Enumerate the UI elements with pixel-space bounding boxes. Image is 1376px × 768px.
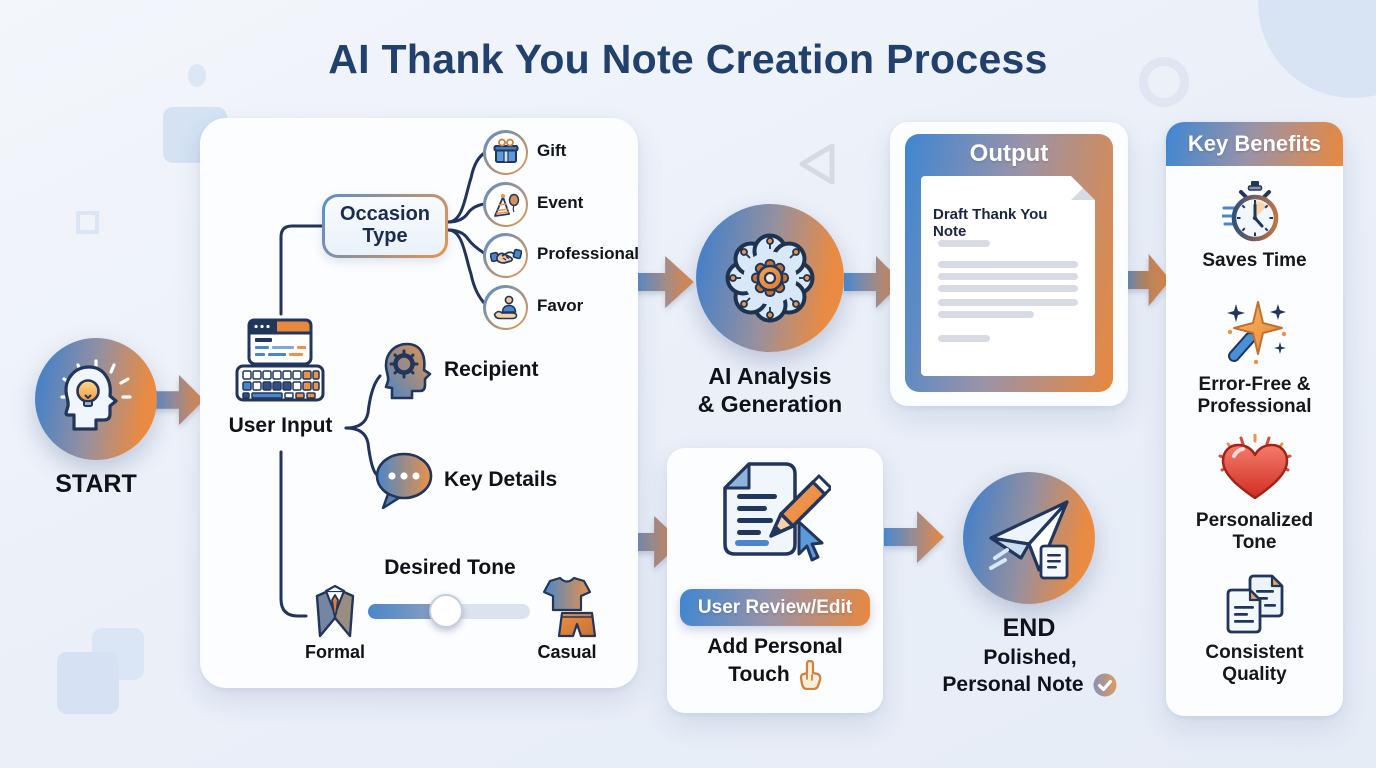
user-review-card: User Review/Edit Add Personal Touch (667, 448, 883, 713)
party-icon (493, 193, 519, 217)
text-line (938, 240, 990, 247)
deco-dot (188, 64, 206, 87)
benefit-icon-wrap (1166, 180, 1343, 246)
end-label: END (1002, 614, 1056, 642)
connector-lines (279, 150, 488, 618)
paper-plane-icon (989, 500, 1069, 580)
deco-square-bl-2 (57, 652, 119, 714)
occasion-favor (483, 285, 528, 330)
occasion-event-label: Event (537, 193, 584, 212)
end-caption-line1: Polished, (983, 646, 1077, 669)
benefit-icon-wrap (1166, 572, 1343, 636)
arrow-ai-to-output (844, 256, 902, 308)
edit-document-icon (723, 462, 831, 562)
key-details-label: Key Details (444, 468, 558, 491)
arrow-input-to-review (620, 516, 682, 568)
arrow-output-to-benefits (1122, 254, 1171, 306)
casual-clothes-icon (542, 576, 596, 638)
benefit-icon-wrap (1166, 298, 1343, 368)
text-line (938, 261, 1078, 268)
recipient-icon (384, 342, 432, 400)
gift-icon (493, 138, 518, 163)
text-line (938, 273, 1078, 280)
draft-document: Draft Thank You Note (921, 176, 1095, 376)
key-details-icon (375, 452, 433, 510)
idea-head-icon (60, 359, 132, 431)
occasion-event (483, 182, 528, 227)
occasion-professional (483, 233, 528, 278)
text-line (938, 299, 1078, 306)
tone-slider-knob[interactable] (428, 594, 463, 628)
start-node (35, 338, 157, 460)
output-inner-panel: Output Draft Thank You Note (905, 134, 1113, 392)
formal-label: Formal (304, 642, 365, 662)
user-input-label: User Input (228, 414, 333, 437)
formal-suit-icon (315, 584, 355, 638)
stopwatch-icon (1221, 181, 1278, 242)
review-caption: Add Personal Touch (667, 634, 883, 691)
arrow-start-to-input (148, 374, 205, 426)
documents-icon (1226, 574, 1283, 634)
text-line (938, 285, 1078, 292)
occasion-type-line2: Type (362, 225, 408, 247)
desired-tone-title: Desired Tone (384, 556, 516, 579)
tone-slider[interactable] (368, 594, 530, 628)
check-badge-icon (1093, 673, 1117, 697)
key-benefits-card: Key Benefits (1166, 122, 1343, 716)
recipient-label: Recipient (444, 358, 539, 381)
benefit-label-saves-time: Saves Time (1202, 250, 1307, 271)
review-caption-line1: Add Personal (707, 635, 843, 658)
end-caption-text: Personal Note (942, 673, 1084, 696)
occasion-favor-label: Favor (537, 296, 584, 315)
output-header: Output (969, 140, 1049, 167)
start-label: START (55, 470, 137, 498)
output-card: Output Draft Thank You Note (890, 122, 1128, 406)
occasion-gift (483, 130, 528, 175)
key-benefits-header: Key Benefits (1166, 122, 1343, 166)
draft-doc-title: Draft Thank You Note (933, 206, 1048, 240)
arrow-review-to-end (884, 511, 944, 563)
user-input-panel: Occasion Type Gift Event (200, 118, 640, 688)
end-node (963, 472, 1095, 604)
pointer-hand-icon (799, 660, 822, 691)
magic-wand-icon (1226, 301, 1286, 365)
review-caption-line2: Touch (728, 663, 790, 687)
page-title: AI Thank You Note Creation Process (328, 36, 1048, 82)
benefit-icon-wrap (1166, 434, 1343, 504)
brain-circuit-icon (725, 233, 815, 323)
arrow-input-to-ai (630, 256, 694, 308)
occasion-type-box: Occasion Type (322, 194, 448, 258)
tone-slider-fill (368, 604, 446, 619)
text-line (938, 335, 990, 342)
benefit-label-error-free: Error-Free &Professional (1197, 374, 1312, 418)
ai-step-label: AI Analysis& Generation (697, 363, 843, 418)
ai-node (696, 204, 844, 352)
deco-ring (1139, 57, 1189, 107)
text-line (938, 311, 1034, 318)
heart-icon (1218, 434, 1291, 500)
occasion-professional-label: Professional (537, 244, 640, 263)
end-caption-line2: Personal Note (905, 672, 1155, 698)
user-review-edit-button[interactable]: User Review/Edit (680, 589, 870, 626)
occasion-type-line1: Occasion (339, 203, 431, 226)
page-fold (1071, 176, 1095, 200)
deco-square-outline (76, 211, 99, 234)
handshake-icon (489, 248, 522, 264)
keyboard-icon (235, 318, 325, 402)
favor-icon (493, 295, 517, 319)
deco-triangle (799, 143, 835, 185)
occasion-gift-label: Gift (537, 141, 567, 160)
casual-label: Casual (537, 642, 597, 662)
